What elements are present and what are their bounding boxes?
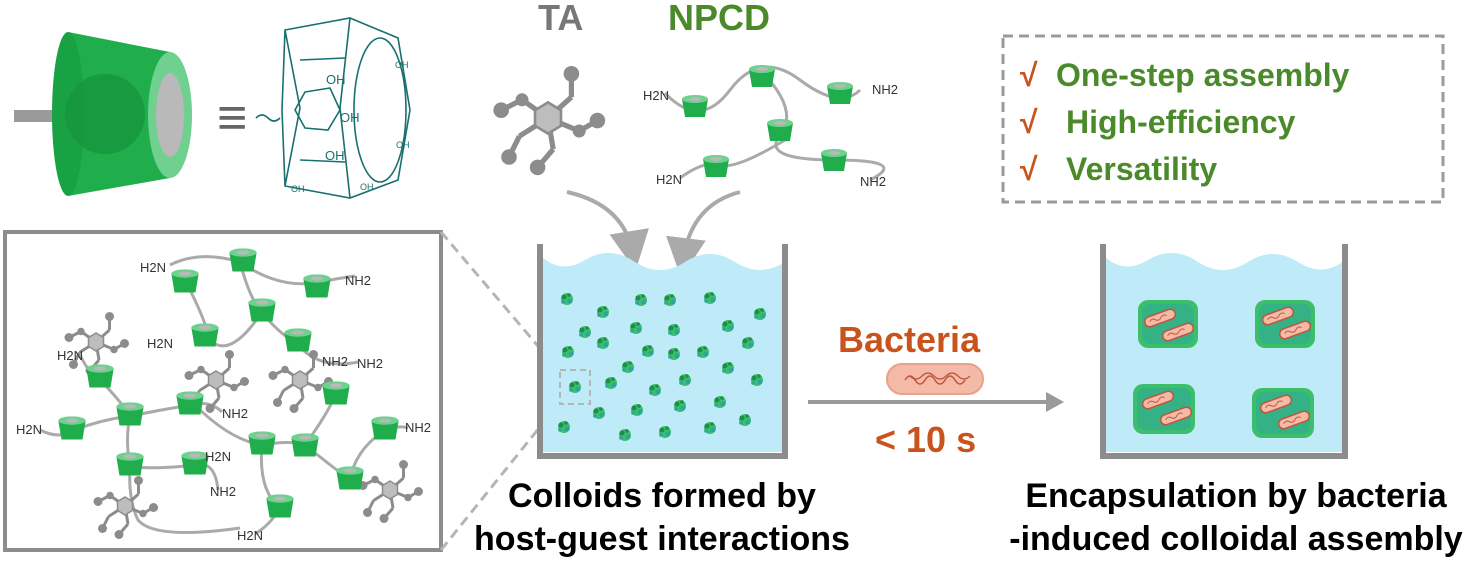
colloid-beaker (537, 244, 788, 459)
encapsulation-beaker (1100, 244, 1348, 459)
colloids-caption-line1: Colloids formed by (508, 477, 816, 515)
inset-amine-12: H2N (237, 528, 263, 543)
oh-label-5: OH (396, 140, 410, 150)
check-icon-2: √ (1020, 104, 1038, 140)
aggregate-3 (1133, 384, 1195, 434)
feature-versatility: Versatility (1066, 151, 1217, 187)
inset-amine-8: H2N (16, 422, 42, 437)
inset-amine-11: NH2 (210, 484, 236, 499)
npcd-polymer-icon: H2N NH2 H2N NH2 (643, 65, 898, 189)
npcd-arrow (666, 190, 741, 278)
inset-amine-1: H2N (140, 260, 166, 275)
encap-caption-line2: -induced colloidal assembly (1009, 520, 1463, 558)
arrow-right-icon (808, 392, 1064, 412)
cyclodextrin-cone-icon (14, 32, 192, 196)
encap-caption-line1: Encapsulation by bacteria (1025, 477, 1447, 515)
oh-label-7: OH (291, 184, 305, 194)
time-label: < 10 s (875, 419, 976, 460)
check-icon-1: √ (1020, 57, 1038, 93)
inset-amine-6: NH2 (357, 356, 383, 371)
oh-label-4: OH (395, 60, 409, 70)
feature-one-step: One-step assembly (1056, 57, 1350, 93)
inset-amine-2: NH2 (345, 273, 371, 288)
equivalence-sign: ≡ (217, 89, 247, 147)
inset-amine-3: H2N (147, 336, 173, 351)
features-box: √ One-step assembly √ High-efficiency √ … (1001, 34, 1445, 204)
npcd-amine-4: NH2 (860, 174, 886, 189)
zoom-region-box (559, 369, 591, 405)
aggregate-2 (1255, 300, 1315, 348)
zoom-inset: H2N NH2 H2N H2N NH2 NH2 NH2 H2N NH2 H2N … (3, 230, 562, 552)
cyclodextrin-structure-icon: OH OH OH OH OH OH OH (255, 17, 411, 199)
tannic-acid-molecule-icon (493, 66, 605, 175)
check-icon-3: √ (1020, 151, 1038, 187)
oh-label-1: OH (326, 72, 346, 87)
bacterium-icon (886, 363, 984, 395)
ta-arrow (566, 190, 649, 271)
npcd-label: NPCD (668, 0, 770, 38)
inset-amine-5: NH2 (322, 354, 348, 369)
npcd-amine-2: NH2 (872, 82, 898, 97)
feature-efficiency: High-efficiency (1066, 104, 1296, 140)
ta-label: TA (538, 0, 583, 38)
inset-amine-7: NH2 (222, 406, 248, 421)
aggregate-1 (1138, 300, 1198, 348)
oh-label-2: OH (340, 110, 360, 125)
oh-label-6: OH (360, 182, 374, 192)
oh-label-3: OH (325, 148, 345, 163)
inset-amine-4: H2N (57, 348, 83, 363)
bacteria-label: Bacteria (838, 319, 981, 360)
colloids-caption-line2: host-guest interactions (474, 520, 850, 558)
inset-amine-9: NH2 (405, 420, 431, 435)
inset-amine-10: H2N (205, 449, 231, 464)
npcd-amine-3: H2N (656, 172, 682, 187)
npcd-amine-1: H2N (643, 88, 669, 103)
aggregate-4 (1252, 388, 1314, 438)
